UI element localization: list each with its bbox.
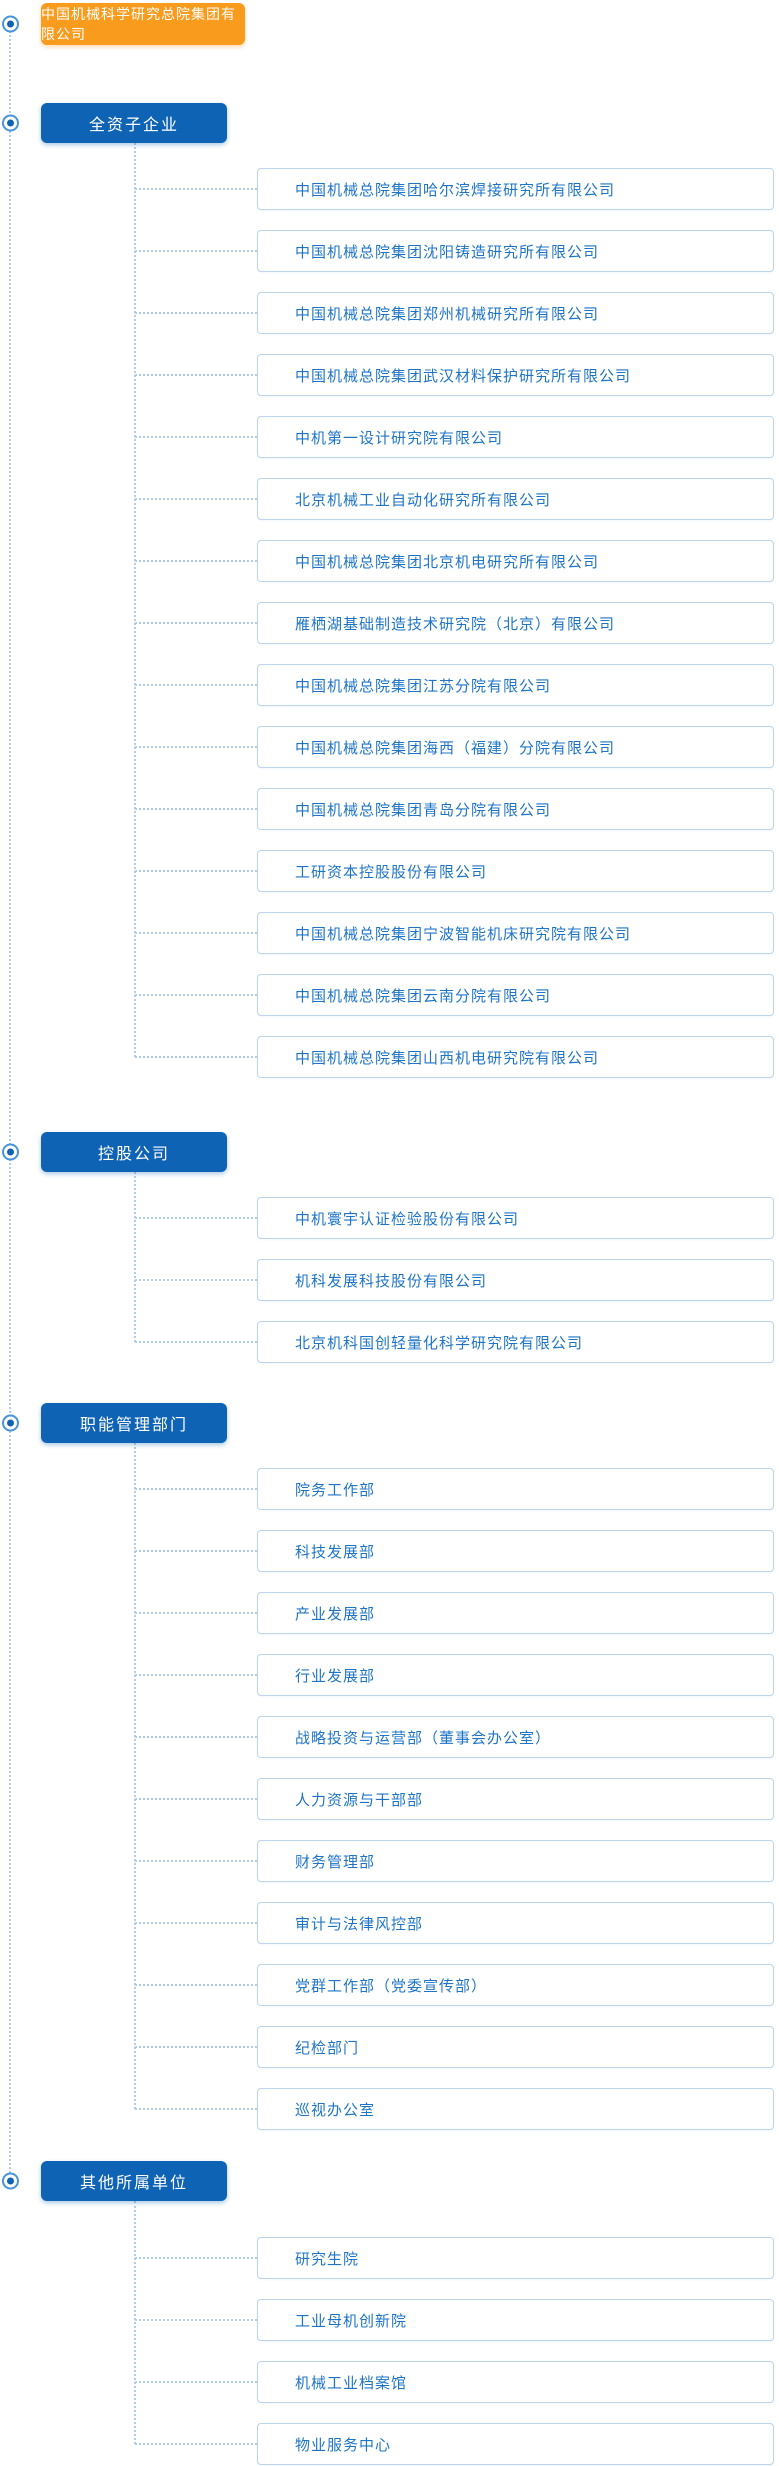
org-item[interactable]: 院务工作部 bbox=[135, 1468, 774, 1510]
category-node[interactable]: 控股公司 bbox=[41, 1132, 227, 1172]
org-item[interactable]: 审计与法律风控部 bbox=[135, 1902, 774, 1944]
org-item[interactable]: 党群工作部（党委宣传部） bbox=[135, 1964, 774, 2006]
org-item[interactable]: 中国机械总院集团海西（福建）分院有限公司 bbox=[135, 726, 774, 768]
org-item[interactable]: 物业服务中心 bbox=[135, 2423, 774, 2465]
item-list: 研究生院 工业母机创新院 机械工业档案馆 物业服务中心 bbox=[134, 2201, 779, 2465]
org-item[interactable]: 中国机械总院集团宁波智能机床研究院有限公司 bbox=[135, 912, 774, 954]
group-wholly-owned: 全资子企业 中国机械总院集团哈尔滨焊接研究所有限公司 中国机械总院集团沈阳铸造研… bbox=[0, 103, 779, 1078]
org-item[interactable]: 中国机械总院集团武汉材料保护研究所有限公司 bbox=[135, 354, 774, 396]
org-item[interactable]: 机械工业档案馆 bbox=[135, 2361, 774, 2403]
tree-node-icon bbox=[2, 2172, 19, 2190]
tree-node-icon bbox=[2, 1143, 19, 1161]
org-item[interactable]: 研究生院 bbox=[135, 2237, 774, 2279]
org-item[interactable]: 中机寰宇认证检验股份有限公司 bbox=[135, 1197, 774, 1239]
tree-node-icon bbox=[2, 1414, 19, 1432]
org-item[interactable]: 中国机械总院集团沈阳铸造研究所有限公司 bbox=[135, 230, 774, 272]
org-item[interactable]: 中国机械总院集团云南分院有限公司 bbox=[135, 974, 774, 1016]
org-item[interactable]: 中国机械总院集团哈尔滨焊接研究所有限公司 bbox=[135, 168, 774, 210]
tree-node-icon bbox=[2, 114, 19, 132]
org-item[interactable]: 纪检部门 bbox=[135, 2026, 774, 2068]
item-list: 中机寰宇认证检验股份有限公司 机科发展科技股份有限公司 北京机科国创轻量化科学研… bbox=[134, 1172, 779, 1363]
org-item[interactable]: 中机第一设计研究院有限公司 bbox=[135, 416, 774, 458]
org-item[interactable]: 机科发展科技股份有限公司 bbox=[135, 1259, 774, 1301]
category-row: 控股公司 bbox=[0, 1132, 779, 1172]
org-item[interactable]: 中国机械总院集团郑州机械研究所有限公司 bbox=[135, 292, 774, 334]
group-other-units: 其他所属单位 研究生院 工业母机创新院 机械工业档案馆 物业服务中心 bbox=[0, 2161, 779, 2465]
org-item[interactable]: 工业母机创新院 bbox=[135, 2299, 774, 2341]
root-node[interactable]: 中国机械科学研究总院集团有限公司 bbox=[41, 3, 245, 45]
spine-dotted-line bbox=[9, 26, 11, 2181]
org-item[interactable]: 产业发展部 bbox=[135, 1592, 774, 1634]
category-row: 全资子企业 bbox=[0, 103, 779, 143]
org-item[interactable]: 巡视办公室 bbox=[135, 2088, 774, 2130]
category-node[interactable]: 其他所属单位 bbox=[41, 2161, 227, 2201]
org-item[interactable]: 人力资源与干部部 bbox=[135, 1778, 774, 1820]
category-node[interactable]: 职能管理部门 bbox=[41, 1403, 227, 1443]
org-item[interactable]: 工研资本控股股份有限公司 bbox=[135, 850, 774, 892]
org-item[interactable]: 中国机械总院集团北京机电研究所有限公司 bbox=[135, 540, 774, 582]
org-item[interactable]: 战略投资与运营部（董事会办公室） bbox=[135, 1716, 774, 1758]
org-item[interactable]: 中国机械总院集团青岛分院有限公司 bbox=[135, 788, 774, 830]
org-item[interactable]: 中国机械总院集团山西机电研究院有限公司 bbox=[135, 1036, 774, 1078]
org-item[interactable]: 财务管理部 bbox=[135, 1840, 774, 1882]
group-functional-departments: 职能管理部门 院务工作部 科技发展部 产业发展部 行业发展部 战略投资与运营部（… bbox=[0, 1403, 779, 2130]
org-item[interactable]: 雁栖湖基础制造技术研究院（北京）有限公司 bbox=[135, 602, 774, 644]
category-row: 其他所属单位 bbox=[0, 2161, 779, 2201]
group-holding-companies: 控股公司 中机寰宇认证检验股份有限公司 机科发展科技股份有限公司 北京机科国创轻… bbox=[0, 1132, 779, 1363]
root-row: 中国机械科学研究总院集团有限公司 bbox=[0, 3, 779, 45]
item-list: 院务工作部 科技发展部 产业发展部 行业发展部 战略投资与运营部（董事会办公室）… bbox=[134, 1443, 779, 2130]
category-row: 职能管理部门 bbox=[0, 1403, 779, 1443]
org-item[interactable]: 科技发展部 bbox=[135, 1530, 774, 1572]
org-item[interactable]: 中国机械总院集团江苏分院有限公司 bbox=[135, 664, 774, 706]
org-item[interactable]: 北京机科国创轻量化科学研究院有限公司 bbox=[135, 1321, 774, 1363]
category-node[interactable]: 全资子企业 bbox=[41, 103, 227, 143]
org-item[interactable]: 北京机械工业自动化研究所有限公司 bbox=[135, 478, 774, 520]
item-list: 中国机械总院集团哈尔滨焊接研究所有限公司 中国机械总院集团沈阳铸造研究所有限公司… bbox=[134, 143, 779, 1078]
tree-node-icon bbox=[2, 15, 19, 33]
org-item[interactable]: 行业发展部 bbox=[135, 1654, 774, 1696]
